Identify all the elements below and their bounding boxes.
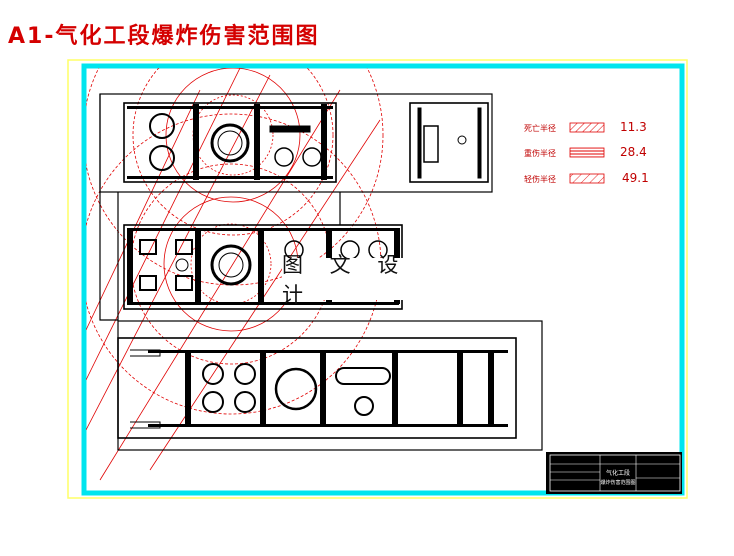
unit-1 <box>123 102 489 183</box>
legend-item-light: 轻伤半径 49.1 <box>524 171 649 185</box>
legend-label: 死亡半径 <box>524 123 556 133</box>
sheet-border-inner <box>81 63 685 496</box>
title-block: 气化工段 爆炸伤害范围图 <box>546 452 682 494</box>
legend-value: 11.3 <box>620 120 647 134</box>
title-block-name: 气化工段 <box>606 469 630 477</box>
legend-label: 轻伤半径 <box>524 174 556 184</box>
title-block-subtitle: 爆炸伤害范围图 <box>600 479 635 486</box>
sheet-border-outer <box>67 59 688 499</box>
unit-3 <box>117 337 517 439</box>
watermark: 图 文 设 计 <box>282 253 444 307</box>
legend: 死亡半径 11.3 重伤半径 28.4 轻伤半径 49.1 <box>524 120 649 185</box>
blast-radius-zones <box>86 68 384 481</box>
legend-value: 49.1 <box>622 171 649 185</box>
legend-value: 28.4 <box>620 145 647 159</box>
legend-item-death: 死亡半径 11.3 <box>524 120 647 134</box>
legend-item-severe: 重伤半径 28.4 <box>524 145 647 159</box>
page-title: A1-气化工段爆炸伤害范围图 <box>8 24 320 49</box>
legend-label: 重伤半径 <box>524 148 556 158</box>
